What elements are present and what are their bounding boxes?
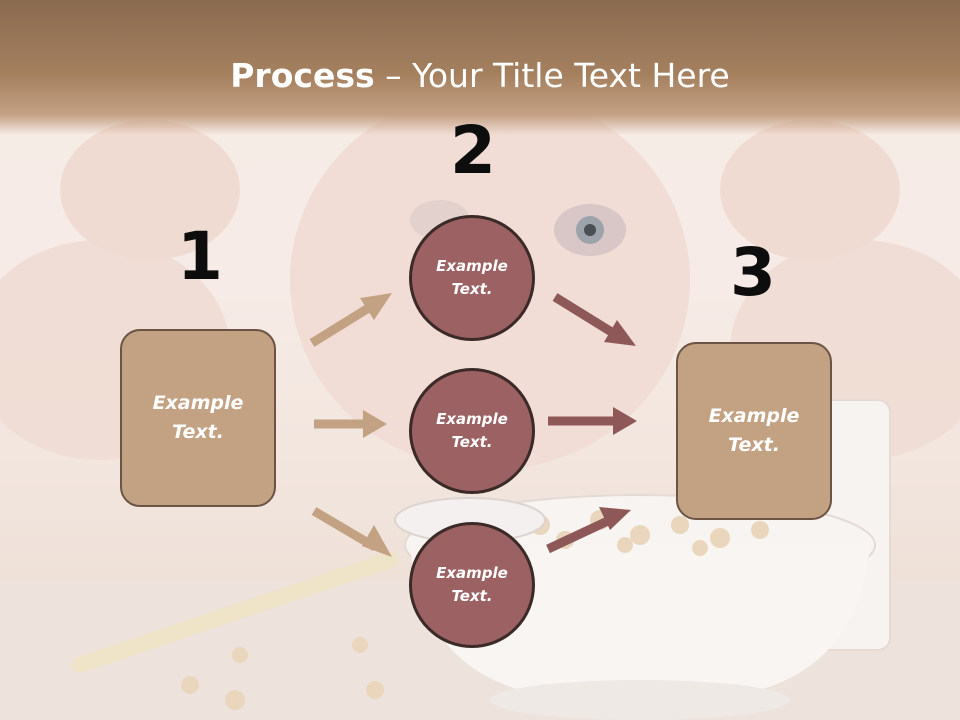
step-2-circle-top[interactable]: Example Text. (409, 215, 535, 341)
arrow-bottom-to-result (546, 507, 631, 554)
step-3-box[interactable]: Example Text. (676, 342, 832, 520)
arrow-middle-to-result (548, 407, 637, 435)
step-number-1: 1 (177, 218, 223, 295)
step-3-text: Example Text. (708, 405, 800, 456)
arrow-to-top-circle (309, 293, 392, 347)
step-2-circle-middle[interactable]: Example Text. (409, 368, 535, 494)
arrow-to-bottom-circle (311, 507, 392, 557)
circle-middle-text: Example Text. (436, 410, 508, 451)
title-rest: – Your Title Text Here (374, 56, 730, 95)
slide-title[interactable]: Process – Your Title Text Here (0, 56, 960, 96)
step-2-circle-bottom[interactable]: Example Text. (409, 522, 535, 648)
arrow-to-middle-circle (314, 410, 387, 438)
circle-bottom-text: Example Text. (436, 564, 508, 605)
title-bold: Process (230, 56, 375, 95)
step-1-text: Example Text. (152, 392, 244, 443)
circle-top-text: Example Text. (436, 257, 508, 298)
step-number-3: 3 (730, 234, 776, 311)
title-bar (0, 0, 960, 135)
arrow-top-to-result (552, 293, 636, 346)
step-1-box[interactable]: Example Text. (120, 329, 276, 507)
step-number-2: 2 (450, 112, 496, 189)
